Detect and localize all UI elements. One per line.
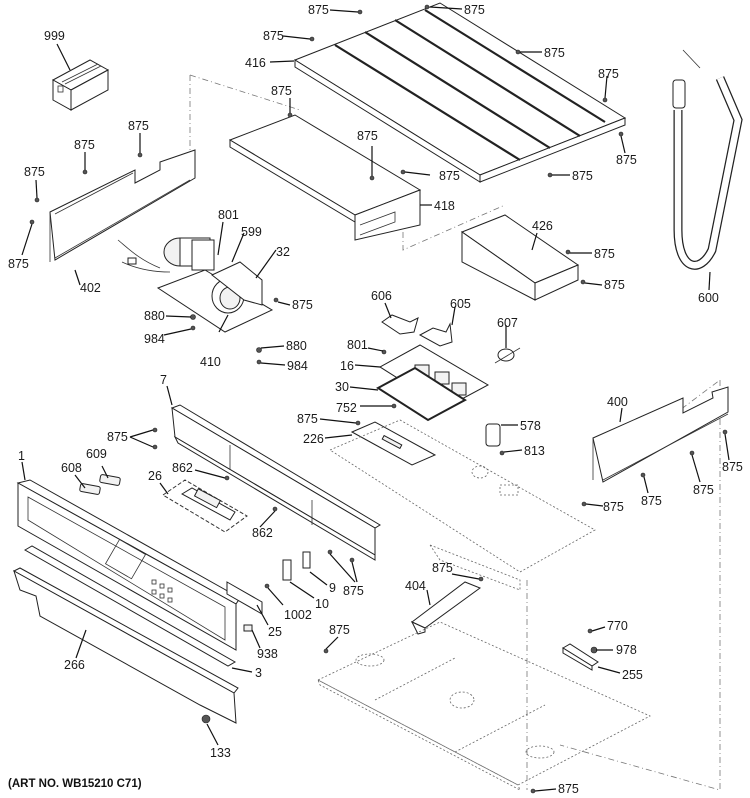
callout-255: 255 [622, 668, 643, 682]
terminal-block-part [562, 643, 599, 671]
callout-875: 875 [8, 257, 29, 271]
callout-416: 416 [245, 56, 266, 70]
callout-607: 607 [497, 316, 518, 330]
callout-875: 875 [558, 782, 579, 796]
callout-875: 875 [357, 129, 378, 143]
callout-600: 600 [698, 291, 719, 305]
keypad [151, 579, 173, 603]
callout-880: 880 [286, 339, 307, 353]
top-cover-part [293, 2, 627, 183]
callout-938: 938 [257, 647, 278, 661]
callout-404: 404 [405, 579, 426, 593]
control-panel-part [16, 474, 241, 651]
blower-fan-assembly [117, 237, 274, 333]
alignment-lines [189, 74, 721, 791]
callout-608: 608 [61, 461, 82, 475]
callout-770: 770 [607, 619, 628, 633]
callout-880: 880 [144, 309, 165, 323]
callout-410: 410 [200, 355, 221, 369]
callout-875: 875 [24, 165, 45, 179]
callout-875: 875 [603, 500, 624, 514]
callout-10: 10 [315, 597, 329, 611]
callout-605: 605 [450, 297, 471, 311]
callout-1: 1 [18, 449, 25, 463]
callout-32: 32 [276, 245, 290, 259]
base-plate-part [317, 621, 651, 791]
callout-862: 862 [252, 526, 273, 540]
callout-984: 984 [144, 332, 165, 346]
switch-parts [226, 551, 311, 632]
channel-part [410, 581, 482, 635]
side-panel-right-part [592, 386, 729, 483]
callout-875: 875 [329, 623, 350, 637]
callout-801: 801 [218, 208, 239, 222]
touch-control-part [162, 479, 248, 533]
shield-part [350, 421, 437, 466]
callout-752: 752 [336, 401, 357, 415]
callout-875: 875 [464, 3, 485, 17]
callout-7: 7 [160, 373, 167, 387]
conduit-part [672, 49, 743, 270]
callout-30: 30 [335, 380, 349, 394]
callout-875: 875 [604, 278, 625, 292]
callout-875: 875 [292, 298, 313, 312]
callout-875: 875 [343, 584, 364, 598]
kit-box-part [51, 59, 110, 111]
callout-875: 875 [432, 561, 453, 575]
callout-875: 875 [439, 169, 460, 183]
callout-609: 609 [86, 447, 107, 461]
callout-3: 3 [255, 666, 262, 680]
callout-606: 606 [371, 289, 392, 303]
callout-400: 400 [607, 395, 628, 409]
callout-875: 875 [693, 483, 714, 497]
callout-978: 978 [616, 643, 637, 657]
callout-875: 875 [598, 67, 619, 81]
callout-875: 875 [271, 84, 292, 98]
callout-875: 875 [107, 430, 128, 444]
bracket-426-part [460, 214, 580, 301]
art-number: (ART NO. WB15210 C71) [8, 778, 142, 790]
callout-875: 875 [297, 412, 318, 426]
callout-875: 875 [572, 169, 593, 183]
callout-875: 875 [544, 46, 565, 60]
trim-part [12, 545, 239, 724]
callout-875: 875 [616, 153, 637, 167]
duct-cover-part [228, 114, 422, 241]
callout-999: 999 [44, 29, 65, 43]
callout-813: 813 [524, 444, 545, 458]
callout-9: 9 [329, 581, 336, 595]
callout-801: 801 [347, 338, 368, 352]
callout-875: 875 [308, 3, 329, 17]
callout-226: 226 [303, 432, 324, 446]
callout-labels: 999 875 875 875 416 875 875 875 875 875 … [8, 3, 743, 796]
leader-lines [21, 6, 730, 792]
callout-16: 16 [340, 359, 354, 373]
callout-266: 266 [64, 658, 85, 672]
inner-shelf-part [329, 419, 596, 591]
callout-875: 875 [263, 29, 284, 43]
side-panel-left-part [49, 149, 196, 262]
control-board-part [376, 344, 490, 422]
capacitor-part [485, 423, 501, 447]
callout-418: 418 [434, 199, 455, 213]
callout-984: 984 [287, 359, 308, 373]
harness-parts [381, 314, 521, 364]
callout-25: 25 [268, 625, 282, 639]
callout-426: 426 [532, 219, 553, 233]
callout-875: 875 [128, 119, 149, 133]
callout-875: 875 [641, 494, 662, 508]
callout-26: 26 [148, 469, 162, 483]
callout-133: 133 [210, 746, 231, 760]
callout-875: 875 [594, 247, 615, 261]
callout-578: 578 [520, 419, 541, 433]
callout-862: 862 [172, 461, 193, 475]
callout-875: 875 [722, 460, 743, 474]
callout-402: 402 [80, 281, 101, 295]
callout-599: 599 [241, 225, 262, 239]
callout-1002: 1002 [284, 608, 312, 622]
control-bracket-part [170, 404, 381, 561]
callout-875: 875 [74, 138, 95, 152]
